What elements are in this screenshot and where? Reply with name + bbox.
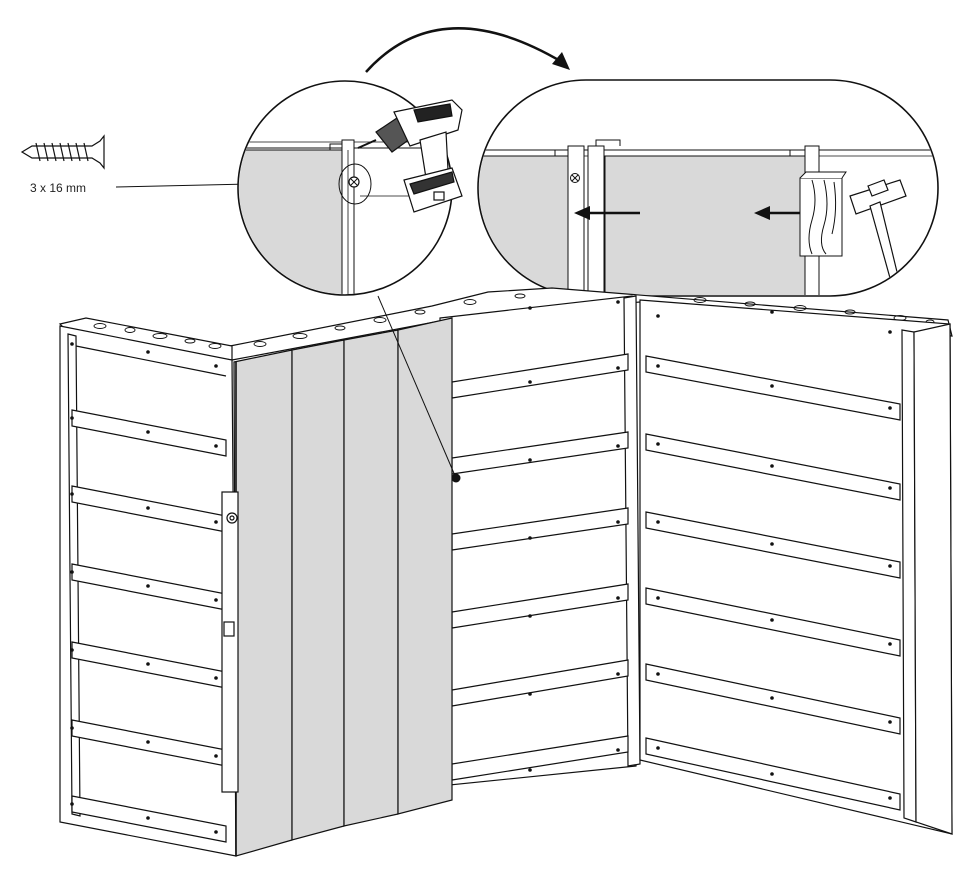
detail-callout-point [451, 473, 461, 483]
left-wall-frame [59, 325, 237, 857]
arrow-icon [574, 206, 640, 220]
middle-wall-frame [439, 295, 641, 787]
wood-block-icon [799, 171, 847, 257]
detail-pill-hammer [477, 79, 939, 297]
installed-wall-panels [233, 317, 453, 857]
sequence-arrow-icon [365, 27, 570, 73]
spirit-level-icon [221, 491, 239, 793]
right-wall-frame [639, 299, 953, 835]
screw-size-label: 3 x 16 mm [30, 181, 86, 195]
detail-callout-line [377, 295, 457, 479]
screw-icon [20, 134, 105, 170]
drill-icon [357, 99, 463, 213]
